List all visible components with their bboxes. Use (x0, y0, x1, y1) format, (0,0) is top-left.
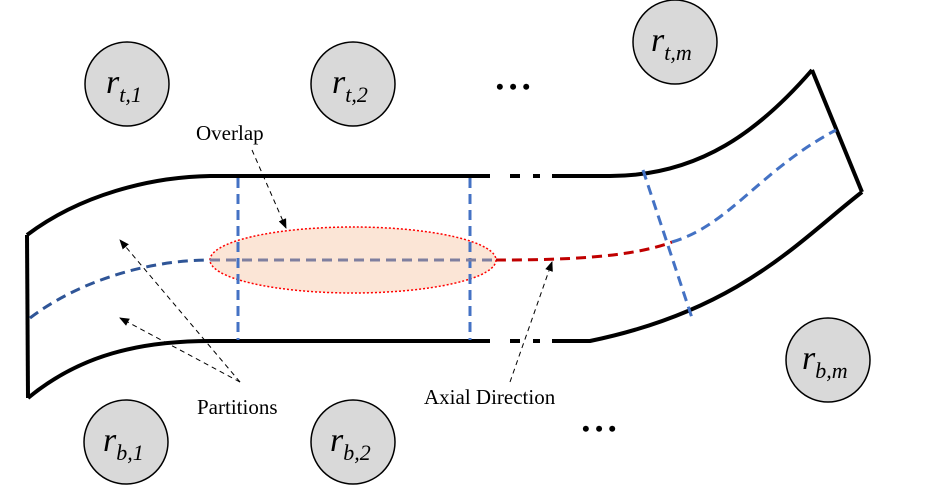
overlap-label: Overlap (196, 121, 264, 145)
node-circle (310, 41, 396, 127)
axial-centerline (29, 128, 837, 320)
tube-bottom-edge-left (26, 339, 490, 400)
axial-centerline-left (29, 258, 211, 320)
axial-centerline-right (671, 128, 837, 244)
node-circle (310, 399, 396, 485)
bottom-node-1: rb,1 (83, 399, 169, 485)
node-circle (84, 41, 170, 127)
node-base: r (106, 64, 120, 101)
partitions-label: Partitions (197, 395, 278, 419)
node-base: r (103, 422, 117, 459)
tube-top-edge-left (25, 174, 490, 237)
svg-text:rt,2: rt,2 (332, 64, 368, 107)
overlap-arrow (251, 149, 287, 229)
tube-right-end (810, 69, 864, 193)
partition-boundary-3 (641, 169, 694, 319)
node-subscript: b,m (815, 358, 847, 383)
node-subscript: b,2 (343, 440, 371, 465)
partitions-arrow-top (119, 239, 241, 383)
top-node-1: rt,1 (84, 41, 170, 127)
node-base: r (330, 422, 344, 459)
top-ellipsis: • • • (496, 74, 530, 99)
top-node-m: rt,m (632, 0, 718, 85)
node-subscript: t,2 (345, 82, 368, 107)
partitions-arrow-bottom (119, 317, 241, 383)
axial-direction-arrow (509, 261, 553, 383)
bottom-node-m: rb,m (785, 317, 871, 403)
node-subscript: t,1 (119, 82, 142, 107)
tube-left-end (25, 234, 30, 399)
svg-text:rb,2: rb,2 (330, 422, 371, 465)
node-base: r (802, 340, 816, 377)
svg-text:rb,m: rb,m (802, 340, 848, 383)
callout-arrows (119, 149, 553, 383)
node-circle (83, 399, 169, 485)
node-circle (632, 0, 718, 85)
svg-text:rt,m: rt,m (651, 22, 692, 65)
tube-top-edge-right (552, 68, 814, 178)
svg-text:rb,1: rb,1 (103, 422, 144, 465)
node-subscript: b,1 (116, 440, 144, 465)
top-node-2: rt,2 (310, 41, 396, 127)
node-base: r (651, 22, 665, 59)
node-subscript: t,m (664, 40, 692, 65)
axial-centerline-red (495, 240, 673, 262)
bottom-ellipsis: • • • (582, 416, 616, 441)
node-circle (785, 317, 871, 403)
svg-text:rt,1: rt,1 (106, 64, 142, 107)
axial-direction-label: Axial Direction (424, 385, 556, 409)
bottom-node-2: rb,2 (310, 399, 396, 485)
tube-outline (25, 68, 864, 400)
tube-bottom-edge-right (552, 190, 864, 343)
node-base: r (332, 64, 346, 101)
